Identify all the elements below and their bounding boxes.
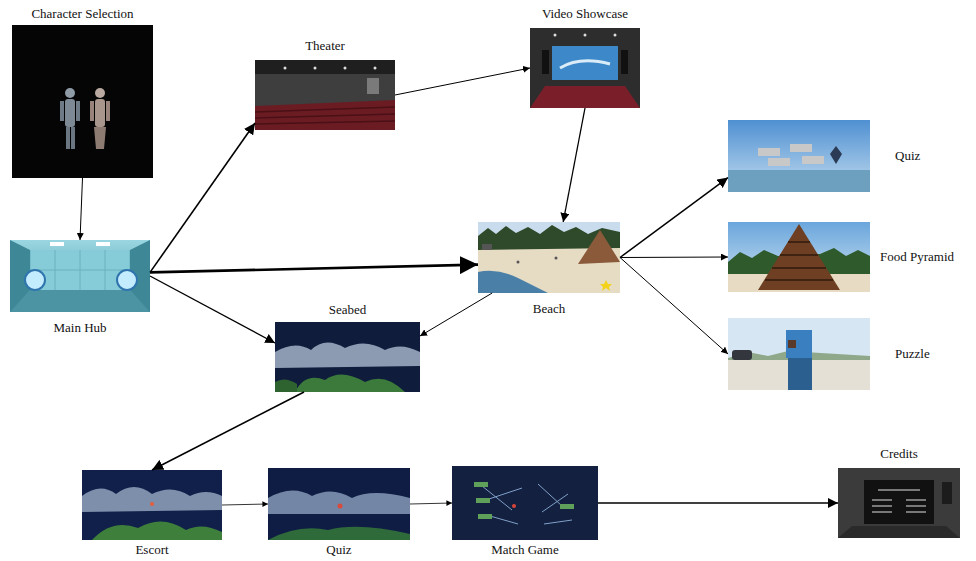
scene-node: Puzzle (728, 318, 870, 390)
match-thumbnail (452, 466, 598, 540)
escort-thumbnail (82, 470, 222, 540)
credits-thumbnail (838, 468, 960, 538)
flow-arrow (598, 502, 838, 504)
scene-node: Beach (478, 222, 620, 293)
scene-label: Credits (880, 447, 918, 462)
scene-node: Main Hub (10, 240, 150, 312)
character-thumbnail (12, 25, 153, 178)
beach-thumbnail (478, 222, 620, 293)
scene-label: Puzzle (895, 347, 930, 362)
flow-arrow (150, 265, 478, 273)
scene-node: Food Pyramid (728, 222, 870, 292)
puzzle-thumbnail (728, 318, 870, 390)
pyramid-thumbnail (728, 222, 870, 292)
scene-node: Character Selection (12, 25, 153, 178)
scene-node: Seabed (275, 322, 420, 392)
flow-arrow (420, 293, 492, 336)
scene-node: Quiz (268, 468, 410, 540)
seabed-thumbnail (275, 322, 420, 392)
flow-arrow (620, 178, 728, 258)
hub-thumbnail (10, 240, 150, 312)
quiz-thumbnail (728, 120, 870, 192)
flow-arrow (620, 258, 728, 355)
scene-node: Quiz (728, 120, 870, 192)
scene-node: Credits (838, 468, 960, 538)
scene-label: Quiz (326, 543, 351, 558)
flow-arrow (222, 504, 268, 505)
scene-label: Main Hub (53, 321, 106, 336)
scene-label: Match Game (491, 543, 559, 558)
scene-label: Escort (135, 543, 168, 558)
flow-arrow (620, 257, 728, 259)
flow-arrow (80, 178, 83, 240)
video-thumbnail (530, 28, 640, 108)
flow-arrow (152, 392, 304, 470)
scene-node: Video Showcase (530, 28, 640, 108)
flow-arrow (410, 503, 452, 504)
theater-thumbnail (255, 60, 395, 130)
scene-label: Video Showcase (542, 7, 628, 22)
scene-label: Beach (533, 302, 565, 317)
scene-label: Food Pyramid (880, 250, 954, 265)
scene-node: Escort (82, 470, 222, 540)
flow-arrow (563, 108, 585, 222)
quiz-thumbnail (268, 468, 410, 540)
scene-node: Match Game (452, 466, 598, 540)
scene-label: Quiz (895, 149, 920, 164)
scene-label: Seabed (329, 303, 367, 318)
flow-arrow (150, 276, 275, 343)
scene-label: Character Selection (31, 7, 133, 22)
flow-arrow (395, 68, 530, 95)
scene-label: Theater (305, 39, 345, 54)
scene-node: Theater (255, 60, 395, 130)
flow-arrow (150, 123, 255, 272)
